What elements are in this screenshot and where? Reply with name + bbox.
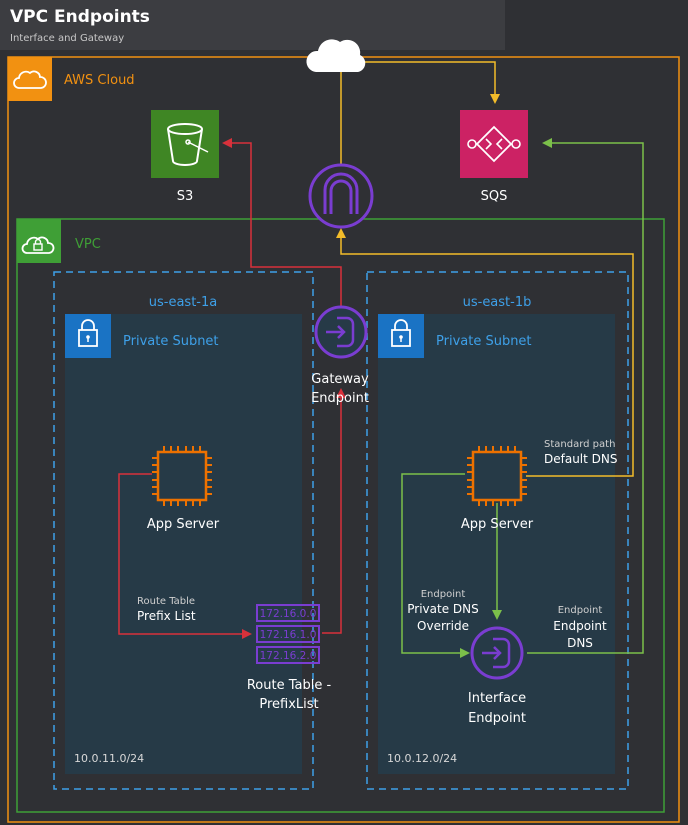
route-table-label-2: PrefixList: [259, 697, 318, 712]
az-us-east-1b: [366, 271, 629, 790]
cidr-label-1b: 10.0.12.0/24: [387, 752, 457, 765]
vpc-cloud-lock-icon: [17, 219, 61, 263]
edge-label-standard-small: Standard path: [544, 439, 615, 450]
app-server-label-1b: App Server: [461, 517, 534, 532]
vpc-endpoint-icon: [314, 305, 368, 359]
interface-endpoint-label-2: Endpoint: [468, 711, 526, 726]
page-subtitle: Interface and Gateway: [10, 33, 124, 44]
default-dns-path-to-sqs: [340, 61, 500, 166]
edge-label-private-dns-small: Endpoint: [421, 589, 466, 600]
edge-label-private-dns-main-2: Override: [417, 619, 469, 633]
route-line-app-to-route-table: [118, 473, 252, 639]
private-dns-override-path: [401, 473, 470, 658]
subnet-label-1b: Private Subnet: [436, 334, 532, 349]
vpc-label: VPC: [75, 237, 101, 252]
padlock-icon: [378, 314, 424, 358]
cidr-label-1a: 10.0.11.0/24: [74, 752, 144, 765]
title-bar: [0, 0, 505, 50]
edge-label-route-table-small: Route Table: [137, 596, 195, 607]
edge-label-standard-main: Default DNS: [544, 452, 618, 466]
aws-cloud-label: AWS Cloud: [64, 73, 135, 88]
route-table-label-1: Route Table -: [247, 678, 332, 693]
sqs-queue-icon: [460, 110, 528, 178]
route-line-route-table-to-gateway: [322, 388, 346, 634]
route-table-entry: 172.16.2.0: [260, 650, 317, 662]
edge-label-endpoint-dns-small: Endpoint: [558, 605, 603, 616]
edge-label-private-dns-main-1: Private DNS: [407, 602, 478, 616]
az-label-us-east-1b: us-east-1b: [463, 295, 532, 310]
edge-label-endpoint-dns-main-1: Endpoint: [553, 619, 607, 633]
page-title: VPC Endpoints: [10, 7, 150, 27]
gateway-endpoint-label-1: Gateway: [311, 372, 369, 387]
vpc-endpoint-icon: [470, 626, 524, 680]
aws-cloud-icon: [8, 57, 52, 101]
route-table-entry: 172.16.0.0: [260, 608, 317, 620]
padlock-icon: [65, 314, 111, 358]
route-line-gateway-to-s3: [222, 138, 342, 307]
app-server-label-1a: App Server: [147, 517, 220, 532]
route-table-prefix-list: 172.16.0.0 172.16.1.0 172.16.2.0: [256, 604, 320, 664]
edge-label-route-table-main: Prefix List: [137, 609, 196, 623]
s3-label: S3: [177, 189, 194, 204]
gateway-endpoint-icon: [308, 163, 374, 229]
interface-endpoint-label-1: Interface: [468, 691, 526, 706]
ec2-chip-icon: [152, 446, 212, 506]
az-us-east-1a: [53, 271, 314, 790]
private-subnet-1a: [65, 314, 302, 774]
subnet-label-1a: Private Subnet: [123, 334, 219, 349]
edge-label-endpoint-dns-main-2: DNS: [567, 636, 593, 650]
cloud-icon: [306, 39, 366, 72]
default-dns-path-to-igw: [336, 228, 634, 477]
s3-bucket-icon: [151, 110, 219, 178]
az-label-us-east-1a: us-east-1a: [149, 295, 217, 310]
gateway-endpoint-label-2: Endpoint: [311, 391, 369, 406]
ec2-chip-icon: [467, 446, 527, 506]
route-table-entry: 172.16.1.0: [260, 629, 317, 641]
endpoint-dns-path-to-sqs: [527, 138, 644, 654]
sqs-label: SQS: [481, 189, 508, 204]
